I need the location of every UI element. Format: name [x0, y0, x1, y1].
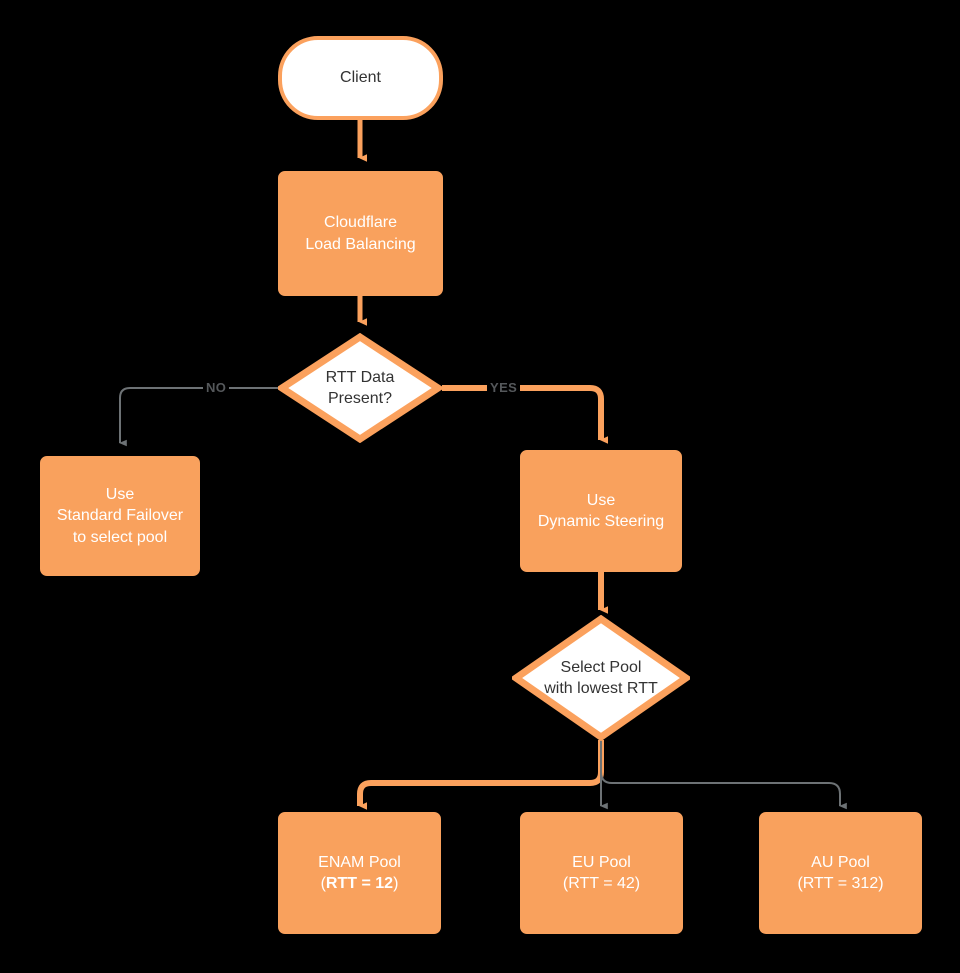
node-standard-failover[interactable]: Use Standard Failover to select pool [40, 456, 200, 576]
node-eu-pool[interactable]: EU Pool (RTT = 42) [520, 812, 683, 934]
node-enam-pool[interactable]: ENAM Pool (RTT = 12) [278, 812, 441, 934]
diamond-shape [278, 333, 442, 443]
node-client-label: Client [340, 69, 381, 87]
node-dynamic-steering-label: Use Dynamic Steering [537, 491, 665, 530]
node-dynamic-steering[interactable]: Use Dynamic Steering [520, 450, 682, 572]
node-eu-pool-rtt: (RTT = 42) [562, 875, 641, 892]
node-select-pool-lowest-rtt[interactable]: Select Pool with lowest RTT [512, 615, 690, 741]
diamond-shape [512, 615, 690, 741]
node-cloudflare-load-balancing-label: Cloudflare Load Balancing [305, 214, 416, 253]
edge-selectpool-to-enam [357, 740, 604, 810]
node-enam-pool-rtt-value: RTT = 12 [325, 875, 394, 892]
node-enam-pool-label: ENAM Pool (RTT = 12) [318, 852, 401, 894]
edge-selectpool-to-au [600, 740, 847, 810]
node-eu-pool-label: EU Pool (RTT = 42) [563, 852, 640, 894]
node-cloudflare-load-balancing[interactable]: Cloudflare Load Balancing [278, 171, 443, 296]
node-standard-failover-label: Use Standard Failover to select pool [56, 486, 184, 546]
edge-rtt-yes-to-dynamic [442, 385, 609, 444]
edge-rtt-no-to-failover [119, 387, 278, 447]
node-au-pool-rtt: (RTT = 312) [797, 875, 884, 892]
node-client[interactable]: Client [278, 36, 443, 120]
node-select-pool-lowest-rtt-label: Select Pool with lowest RTT [544, 658, 658, 697]
node-rtt-data-present-label: RTT Data Present? [325, 368, 395, 407]
node-au-pool[interactable]: AU Pool (RTT = 312) [759, 812, 922, 934]
node-enam-pool-rtt: (RTT = 12) [320, 875, 399, 892]
edge-label-no: NO [203, 380, 230, 395]
edge-label-yes: YES [487, 380, 521, 395]
node-au-pool-label: AU Pool (RTT = 312) [797, 852, 883, 894]
node-rtt-data-present[interactable]: RTT Data Present? [278, 333, 442, 443]
